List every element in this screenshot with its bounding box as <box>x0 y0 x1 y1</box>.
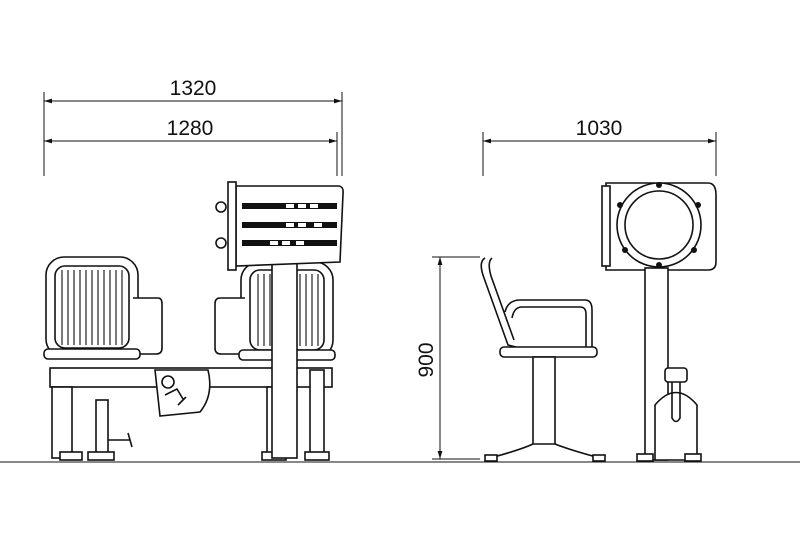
dimension-1030: 1030 <box>482 117 717 176</box>
side-view-chair <box>480 257 606 462</box>
side-view-panel-unit <box>601 182 717 462</box>
chair-back <box>480 257 521 349</box>
chair-column <box>532 356 556 448</box>
crank-housing <box>154 369 211 417</box>
dimension-1280: 1280 <box>44 117 338 176</box>
chair-seat <box>499 346 598 358</box>
dimension-label-side-depth: 1030 <box>576 117 623 140</box>
left-leg <box>51 386 73 459</box>
dimension-900: 900 <box>415 256 480 460</box>
chair-base <box>489 443 601 459</box>
left-armrest <box>133 297 163 355</box>
dimension-label-overall-width: 1320 <box>170 77 217 100</box>
right-armrest <box>214 297 245 355</box>
front-view <box>43 181 344 461</box>
dimension-label-height: 900 <box>415 342 438 377</box>
crank-handle <box>108 432 133 448</box>
wheel-inner <box>624 190 694 260</box>
crank-box <box>654 391 698 461</box>
chair-armrest <box>504 299 593 348</box>
dimension-1320: 1320 <box>43 77 343 176</box>
crank-support <box>95 399 109 459</box>
panel-post <box>271 261 298 459</box>
dimension-label-seat-width: 1280 <box>167 117 214 140</box>
